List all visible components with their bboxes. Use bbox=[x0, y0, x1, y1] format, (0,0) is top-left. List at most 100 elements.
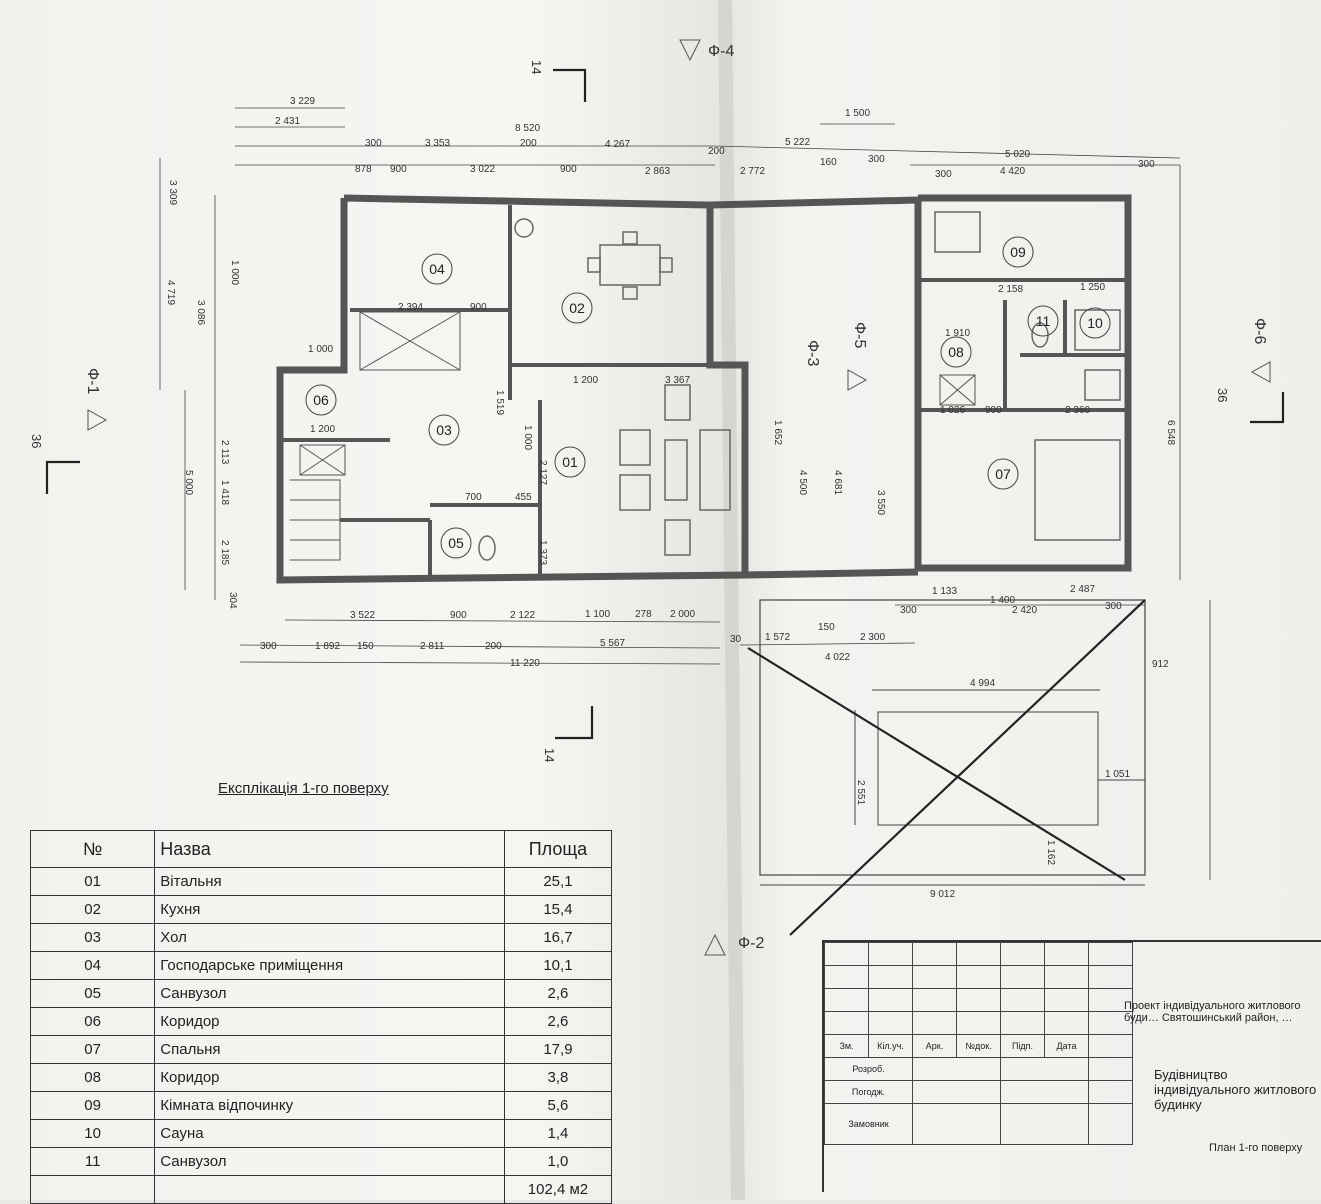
dim-top-15: 878 bbox=[355, 164, 372, 175]
dim-top-11: 5 020 bbox=[1005, 149, 1030, 160]
room-bubble-11 bbox=[1027, 305, 1059, 337]
dim-top-6: 200 bbox=[520, 138, 537, 149]
row-rozrob: Розроб. bbox=[824, 1057, 913, 1081]
dim-bot-7: 300 bbox=[260, 641, 277, 652]
col-pidp: Підп. bbox=[1000, 1034, 1045, 1058]
sheet-name: План 1-го поверху bbox=[1209, 1142, 1303, 1154]
coffee-table bbox=[664, 439, 688, 501]
dim-left-6: 2 113 bbox=[219, 440, 230, 465]
legend-cell-area: 15,4 bbox=[503, 895, 613, 924]
dimension-text-group: 3 229 2 431 8 520 300 3 353 200 4 267 20… bbox=[165, 96, 1176, 670]
dim-top-4: 300 bbox=[365, 138, 382, 149]
project-name: Проект індивідуального житлового буди… С… bbox=[1124, 1000, 1301, 1024]
furniture bbox=[478, 211, 1121, 561]
room-number-01: 01 bbox=[562, 454, 578, 470]
legend-cell-name: Коридор bbox=[154, 1007, 505, 1036]
room-number-06: 06 bbox=[313, 392, 329, 408]
title-block-columns: Зм. Кіл.уч. Арк. №док. Підп. Дата bbox=[824, 1034, 1133, 1058]
dim-bot-18: 4 022 bbox=[825, 652, 850, 663]
legend-cell-num: 01 bbox=[29, 867, 156, 896]
dim-left-8: 2 185 bbox=[219, 540, 230, 565]
room-bubble-06 bbox=[305, 384, 337, 416]
dim-bot-3: 2 122 bbox=[510, 610, 535, 621]
dim-int-5: 1 519 bbox=[494, 390, 505, 415]
dim-left-4: 3 086 bbox=[195, 300, 206, 325]
section-left: 36 bbox=[29, 434, 44, 448]
legend-header-row: № Назва Площа bbox=[29, 830, 613, 868]
header-name: Назва bbox=[154, 830, 505, 868]
dim-int-22: 900 bbox=[985, 405, 1002, 416]
dim-top-22: 300 bbox=[868, 154, 885, 165]
legend-cell-name: Кухня bbox=[154, 895, 505, 924]
dim-top-13: 4 420 bbox=[1000, 166, 1025, 177]
legend-cell-area: 10,1 bbox=[503, 951, 613, 980]
room-bubble-01 bbox=[554, 446, 586, 478]
hatched-elements bbox=[290, 311, 976, 561]
col-zm: Зм. bbox=[824, 1034, 869, 1058]
room-bubble-07 bbox=[987, 458, 1019, 490]
dim-bot-15: 150 bbox=[818, 622, 835, 633]
dim-bot-1: 3 522 bbox=[350, 610, 375, 621]
dim-bot-13: 30 bbox=[730, 634, 742, 645]
dim-top-10: 1 500 bbox=[845, 108, 870, 119]
dim-top-14: 300 bbox=[935, 169, 952, 180]
sofa bbox=[699, 429, 731, 511]
dim-bot-2: 900 bbox=[450, 610, 467, 621]
dim-bot-21: 2 487 bbox=[1070, 584, 1095, 595]
legend-cell-name: Санвузол bbox=[154, 979, 505, 1008]
dim-int-2: 900 bbox=[470, 302, 487, 313]
section-top: 14 bbox=[529, 60, 544, 74]
dining-table bbox=[599, 244, 661, 286]
terrace-overall: 9 012 bbox=[930, 889, 955, 900]
legend-cell-area: 17,9 bbox=[503, 1035, 613, 1064]
dim-top-21: 160 bbox=[820, 157, 837, 168]
facade-f1: Ф-1 bbox=[84, 368, 101, 394]
dim-top-17: 3 022 bbox=[470, 164, 495, 175]
section-right: 36 bbox=[1215, 388, 1230, 402]
dim-top-7: 4 267 bbox=[605, 139, 630, 150]
dim-bot-9: 150 bbox=[357, 641, 374, 652]
dim-bot-25: 912 bbox=[1152, 659, 1169, 670]
dim-left-9: 304 bbox=[227, 592, 238, 609]
room-bubble-03 bbox=[428, 414, 460, 446]
dim-bot-23: 2 420 bbox=[1012, 605, 1037, 616]
dim-bot-11: 200 bbox=[485, 641, 502, 652]
dim-top-5: 3 353 bbox=[425, 138, 450, 149]
dim-bot-22: 300 bbox=[900, 605, 917, 616]
room-bubble-08 bbox=[940, 336, 972, 368]
legend-cell-area: 1,0 bbox=[503, 1147, 613, 1176]
dim-top-19: 2 863 bbox=[645, 166, 670, 177]
room-number-04: 04 bbox=[429, 261, 445, 277]
legend-cell-num: 06 bbox=[29, 1007, 156, 1036]
dim-top-8: 200 bbox=[708, 146, 725, 157]
terrace-height: 2 551 bbox=[855, 780, 866, 805]
legend-cell-num: 05 bbox=[29, 979, 156, 1008]
paper-fold bbox=[718, 0, 745, 1200]
dim-int-23: 6 548 bbox=[1165, 420, 1176, 445]
legend-cell-num: 11 bbox=[29, 1147, 156, 1176]
terrace-width: 4 994 bbox=[970, 678, 995, 689]
dim-top-20: 2 772 bbox=[740, 166, 765, 177]
legend-cell-name: Сауна bbox=[154, 1119, 505, 1148]
dim-int-20: 2 360 bbox=[1065, 405, 1090, 416]
terrace-offset: 1 051 bbox=[1105, 769, 1130, 780]
dim-left-3: 3 309 bbox=[167, 180, 178, 205]
legend-cell-num: 09 bbox=[29, 1091, 156, 1120]
room-bubble-05 bbox=[440, 527, 472, 559]
dim-int-9: 700 bbox=[465, 492, 482, 503]
room-bubble-04 bbox=[421, 253, 453, 285]
dimension-lines bbox=[159, 107, 1211, 880]
legend-total-row: 102,4 м2 bbox=[29, 1175, 613, 1204]
legend-cell-num: 02 bbox=[29, 895, 156, 924]
facade-markers: Ф-4 Ф-1 Ф-2 Ф-3 Ф-5 Ф-6 bbox=[84, 39, 1271, 956]
dim-int-21: 1 026 bbox=[940, 405, 965, 416]
